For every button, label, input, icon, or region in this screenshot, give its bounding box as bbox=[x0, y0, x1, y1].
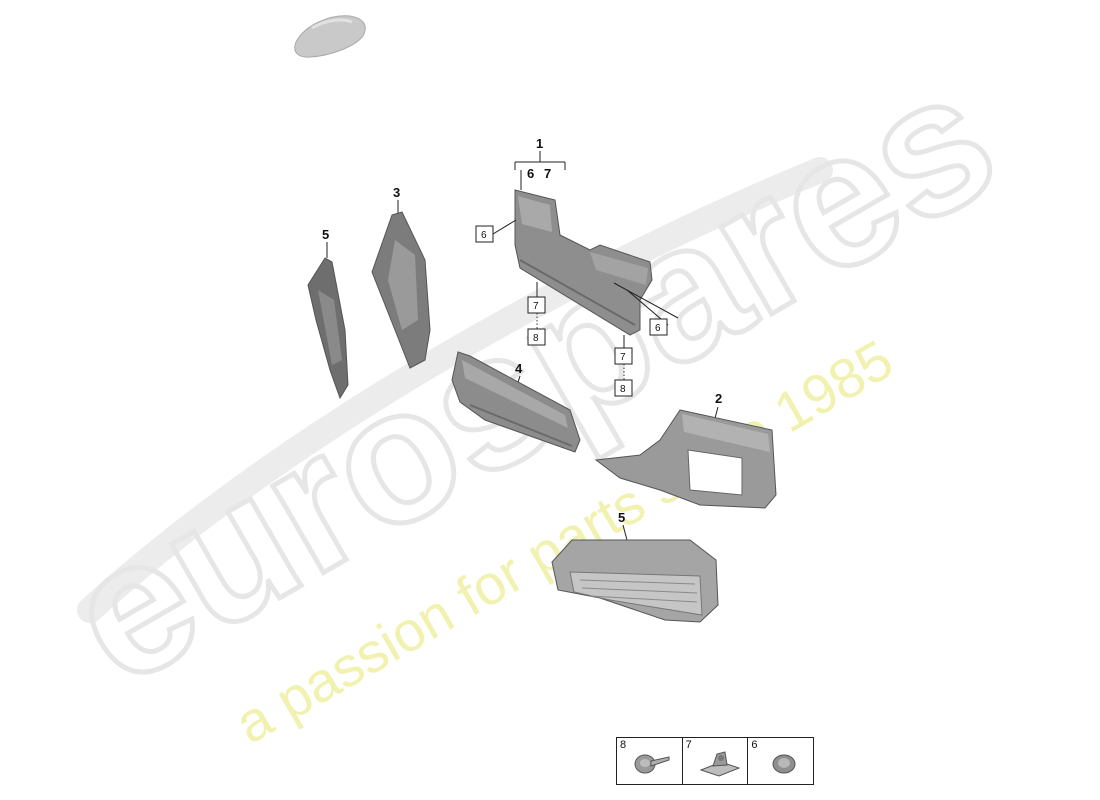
legend-item-number: 7 bbox=[685, 739, 692, 751]
part-1-sub-6-label: 6 bbox=[527, 166, 534, 181]
clip-nut-icon bbox=[699, 751, 741, 777]
part-5-left-group[interactable]: 5 bbox=[307, 227, 349, 400]
part-1-label: 1 bbox=[536, 136, 543, 151]
callout-box-6-left: 6 bbox=[475, 219, 517, 243]
legend-item-clip-nut[interactable]: 7 bbox=[683, 738, 749, 784]
callout-box-7-right: 7 bbox=[614, 335, 633, 380]
svg-text:6: 6 bbox=[655, 323, 661, 334]
part-4-label: 4 bbox=[515, 361, 523, 376]
part-3-label: 3 bbox=[393, 185, 400, 200]
svg-text:7: 7 bbox=[620, 352, 626, 363]
part-2-group[interactable]: 2 bbox=[594, 391, 777, 509]
svg-text:7: 7 bbox=[533, 301, 539, 312]
callout-box-6-right: 6 bbox=[613, 282, 679, 336]
part-2-label: 2 bbox=[715, 391, 722, 406]
part-3-group[interactable]: 3 bbox=[371, 185, 431, 369]
part-5-left-label: 5 bbox=[322, 227, 329, 242]
callout-box-8-left: 8 bbox=[527, 328, 546, 346]
part-5-grille-group[interactable]: 5 bbox=[551, 510, 719, 623]
callout-box-7-left: 7 bbox=[527, 282, 546, 330]
part-5-grille-label: 5 bbox=[618, 510, 625, 525]
screw-icon bbox=[634, 754, 670, 774]
part-4-group[interactable]: 4 bbox=[451, 351, 581, 453]
part-1-group[interactable]: 1 6 7 bbox=[514, 136, 653, 336]
hardware-legend: 8 7 6 bbox=[616, 737, 814, 785]
legend-item-grommet[interactable]: 6 bbox=[748, 738, 813, 784]
legend-item-number: 8 bbox=[620, 739, 627, 751]
part-1-sub-7-label: 7 bbox=[544, 166, 551, 181]
legend-item-screw[interactable]: 8 bbox=[617, 738, 683, 784]
svg-text:8: 8 bbox=[620, 384, 626, 395]
callout-box-8-right: 8 bbox=[614, 379, 633, 397]
legend-item-number: 6 bbox=[751, 739, 758, 751]
car-thumbnail-icon bbox=[294, 15, 366, 58]
grommet-icon bbox=[772, 754, 796, 774]
svg-text:8: 8 bbox=[533, 333, 539, 344]
svg-text:6: 6 bbox=[481, 230, 487, 241]
